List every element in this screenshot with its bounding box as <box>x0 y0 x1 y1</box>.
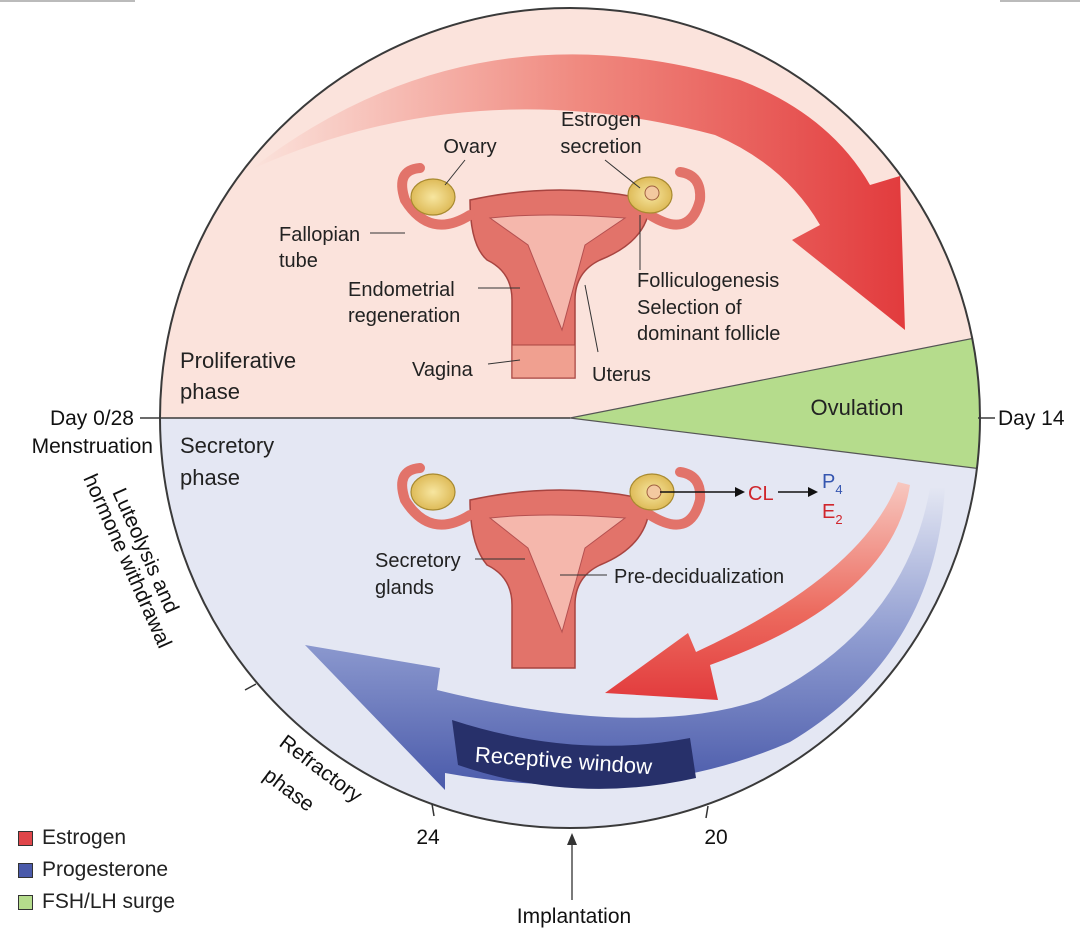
uterus-top-illustration <box>397 163 706 379</box>
menstruation-label: Menstruation <box>32 435 153 458</box>
e2-label: E2 <box>822 501 843 527</box>
ovulation-label: Ovulation <box>811 395 904 420</box>
cl-arrowhead <box>735 487 745 497</box>
secretory-glands-label-1: Secretory <box>375 550 461 572</box>
secretory-label-1: Secretory <box>180 433 274 458</box>
implantation-label: Implantation <box>517 905 631 928</box>
secretory-label-2: phase <box>180 465 240 490</box>
estrogen-swatch <box>18 830 33 846</box>
cl-label: CL <box>748 483 774 505</box>
estrogen-secretion-label-2: secretion <box>560 136 641 158</box>
estrogen-rising-arrow <box>250 54 905 331</box>
day24-label: 24 <box>416 826 440 849</box>
p4-label: P4 <box>822 471 843 497</box>
secretory-glands-label-2: glands <box>375 577 434 599</box>
uterus-label: Uterus <box>592 364 651 386</box>
ovulation-wedge <box>569 334 980 471</box>
day20-label: 20 <box>704 826 727 849</box>
endometrial-label-2: regeneration <box>348 305 460 327</box>
day14-label: Day 14 <box>998 407 1065 430</box>
legend-item-progesterone: Progesterone <box>18 854 175 886</box>
endometrial-label-1: Endometrial <box>348 279 455 301</box>
fallopian-tube-label-2: tube <box>279 250 318 272</box>
predecidualization-label: Pre-decidualization <box>614 566 784 588</box>
folliculogenesis-label-1: Folliculogenesis <box>637 270 779 292</box>
legend-label: FSH/LH surge <box>42 890 176 913</box>
ovary-label: Ovary <box>443 136 496 158</box>
progesterone-swatch <box>18 862 33 878</box>
vagina-label: Vagina <box>412 359 474 381</box>
receptive-window-band <box>452 720 696 789</box>
day0-label: Day 0/28 <box>50 407 134 430</box>
folliculogenesis-label-3: dominant follicle <box>637 323 780 345</box>
legend: Estrogen Progesterone FSH/LH surge <box>18 822 175 918</box>
estrogen-secondary-arrow <box>605 482 910 700</box>
proliferative-label-1: Proliferative <box>180 348 296 373</box>
uterus-bottom-illustration <box>397 463 706 669</box>
fsh-lh-swatch <box>18 894 33 910</box>
top-right-rule <box>1000 0 1080 2</box>
top-left-rule <box>0 0 135 2</box>
legend-item-fsh-lh: FSH/LH surge <box>18 886 175 918</box>
legend-item-estrogen: Estrogen <box>18 822 175 854</box>
fallopian-tube-label-1: Fallopian <box>279 224 360 246</box>
estrogen-secretion-label-1: Estrogen <box>561 109 641 131</box>
legend-label: Progesterone <box>42 858 169 881</box>
legend-label: Estrogen <box>42 826 127 849</box>
progesterone-arrow <box>305 487 945 790</box>
folliculogenesis-label-2: Selection of <box>637 297 742 319</box>
proliferative-label-2: phase <box>180 379 240 404</box>
hormone-arrowhead <box>808 487 818 497</box>
